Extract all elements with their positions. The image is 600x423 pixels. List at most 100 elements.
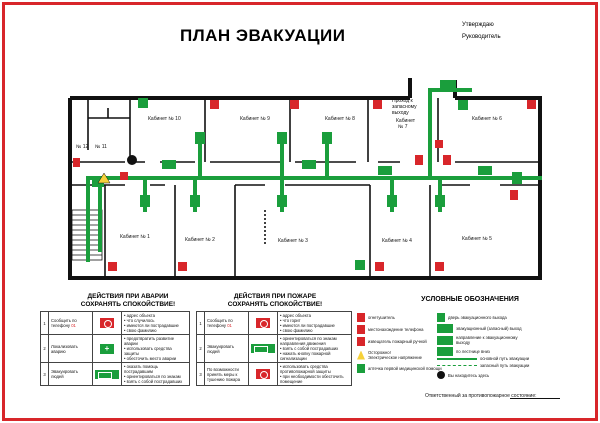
exit-sign xyxy=(140,195,150,207)
room-label-5: Кабинет № 5 xyxy=(462,236,492,242)
exit-sign xyxy=(387,195,397,207)
list-item: ориентироваться по знакам направления дв… xyxy=(280,336,349,346)
backup-path-line xyxy=(437,365,477,366)
phone-number: 01 xyxy=(227,323,232,328)
phone-icon xyxy=(435,262,444,271)
legend-label: Осторожно!Электрическое напряжение xyxy=(368,350,422,360)
fire-title: ДЕЙСТВИЯ ПРИ ПОЖАРЕ СОХРАНЯТЬ СПОКОЙСТВИ… xyxy=(200,293,350,309)
fire-alarm-icon xyxy=(357,337,365,346)
approval-block: Утверждаю Руководитель xyxy=(462,19,501,43)
accident-title-line2: СОХРАНЯТЬ СПОКОЙСТВИЕ! xyxy=(80,301,176,308)
details-cell: адрес объекта что горит имеются ли постр… xyxy=(277,311,352,335)
list-item: предотвратить развитие аварии xyxy=(124,336,187,346)
accident-table: 1 Сообщить по телефону 01 адрес объекта … xyxy=(40,311,190,386)
fire-alarm-icon xyxy=(120,172,128,180)
table-row: 2 Локализовать аварию + предотвратить ра… xyxy=(40,334,190,363)
exit-sign xyxy=(195,132,205,144)
list-item: взять с собой пострадавших xyxy=(280,346,349,351)
legend-label: эвакуационный (запасный) выход xyxy=(456,326,522,331)
signature-line xyxy=(510,398,560,399)
phone-icon xyxy=(375,262,384,271)
exit-sign xyxy=(478,166,492,175)
row-number: 3 xyxy=(196,362,205,386)
action-cell: Сообщить по телефону 01 xyxy=(48,311,93,335)
exit-sign xyxy=(162,160,176,169)
list-item: при необходимости обесточить помещение xyxy=(280,374,349,384)
list-item: ориентироваться по знакам xyxy=(124,374,187,379)
accident-title-line1: ДЕЙСТВИЯ ПРИ АВАРИИ xyxy=(87,293,169,300)
list-item: имеются ли пострадавшие xyxy=(124,323,187,328)
details-cell: адрес объекта что случилось имеются ли п… xyxy=(121,311,190,335)
legend-item: местонахождение телефона xyxy=(357,325,423,334)
first-aid-icon xyxy=(458,100,468,110)
icon-cell xyxy=(248,311,278,335)
fire-table: 1 Сообщить по телефону 01 адрес объекта … xyxy=(196,311,352,386)
room-label-7-line4: Кабинет xyxy=(396,118,416,124)
inner-walls xyxy=(70,98,540,278)
action-text: Сообщить по xyxy=(207,318,233,323)
exit-sign xyxy=(435,195,445,207)
list-item: нажать кнопку пожарной сигнализации xyxy=(280,351,349,361)
details-cell: предотвратить развитие аварии использова… xyxy=(121,334,190,363)
exit-sign xyxy=(190,195,200,207)
row-number: 1 xyxy=(40,311,49,335)
action-cell: Сообщить по телефону 01 xyxy=(204,311,249,335)
list-item: адрес объекта xyxy=(124,313,187,318)
exit-sign xyxy=(92,178,104,187)
action-cell: Эвакуировать людей xyxy=(48,362,93,386)
room-label-7-line1: Проход к xyxy=(392,98,414,104)
action-text: людей xyxy=(207,348,220,354)
list-item: использовать средства противопожарной за… xyxy=(280,364,349,374)
icon-cell xyxy=(92,362,122,386)
room-label-1: Кабинет № 1 xyxy=(120,234,150,240)
legend-label-line: выходу xyxy=(456,340,471,345)
arrow-icon xyxy=(437,335,453,345)
phone-icon xyxy=(108,262,117,271)
extinguisher-icon xyxy=(357,313,365,322)
exit-sign xyxy=(277,195,287,207)
legend-item: эвакуационный (запасный) выход xyxy=(437,324,522,333)
details-cell: ориентироваться по знакам направления дв… xyxy=(277,334,352,363)
legend-item: огнетушитель xyxy=(357,313,395,322)
exit-sign-icon xyxy=(437,324,453,333)
accident-title: ДЕЙСТВИЯ ПРИ АВАРИИ СОХРАНЯТЬ СПОКОЙСТВИ… xyxy=(58,293,198,309)
action-text: Сообщить по xyxy=(51,318,77,323)
legend-label: основной путь эвакуации xyxy=(480,356,530,361)
main-path-line xyxy=(437,357,477,360)
phone-icon xyxy=(357,325,365,334)
phone-number: 01 xyxy=(71,323,76,328)
first-aid-icon xyxy=(138,98,148,108)
legend-label: местонахождение телефона xyxy=(368,327,424,332)
list-item: использовать средства защиты xyxy=(124,346,187,356)
legend-label: по лестнице вниз xyxy=(456,349,490,354)
room-label-6: Кабинет № 6 xyxy=(472,116,502,122)
phone-icon xyxy=(100,318,114,328)
phone-icon xyxy=(178,262,187,271)
list-item: что случилось xyxy=(124,318,187,323)
phone-icon xyxy=(210,100,219,109)
legend-label: аптечка первой медицинской помощи xyxy=(368,366,442,371)
exit-sign xyxy=(302,160,316,169)
table-row: 1 Сообщить по телефону 01 адрес объекта … xyxy=(196,311,352,335)
legend-label: извещатель пожарный ручной xyxy=(368,339,427,344)
approval-line: Утверждаю xyxy=(462,22,494,28)
list-item: обесточить место аварии xyxy=(124,356,187,361)
details-cell: использовать средства противопожарной за… xyxy=(277,362,352,386)
legend-item: дверь эвакуационного выхода xyxy=(437,313,507,322)
icon-cell: + xyxy=(92,334,122,363)
exit-sign xyxy=(378,166,392,175)
room-label-12: № 12 xyxy=(76,144,89,150)
row-number: 1 xyxy=(196,311,205,335)
details-cell: оказать помощь пострадавшим ориентироват… xyxy=(121,362,190,386)
action-text: принять меры к тушению пожара xyxy=(207,371,241,382)
room-label-11: № 11 xyxy=(95,144,107,150)
exit-sign xyxy=(512,172,522,184)
list-item: взять с собой пострадавших xyxy=(124,379,187,384)
table-row: 2 Эвакуировать людей ориентироваться по … xyxy=(196,334,352,363)
approval-role: Руководитель xyxy=(462,34,501,40)
phone-icon xyxy=(373,100,382,109)
icon-cell xyxy=(248,362,278,386)
list-item: что горит xyxy=(280,318,349,323)
legend-item: запасный путь эвакуации xyxy=(437,363,529,368)
